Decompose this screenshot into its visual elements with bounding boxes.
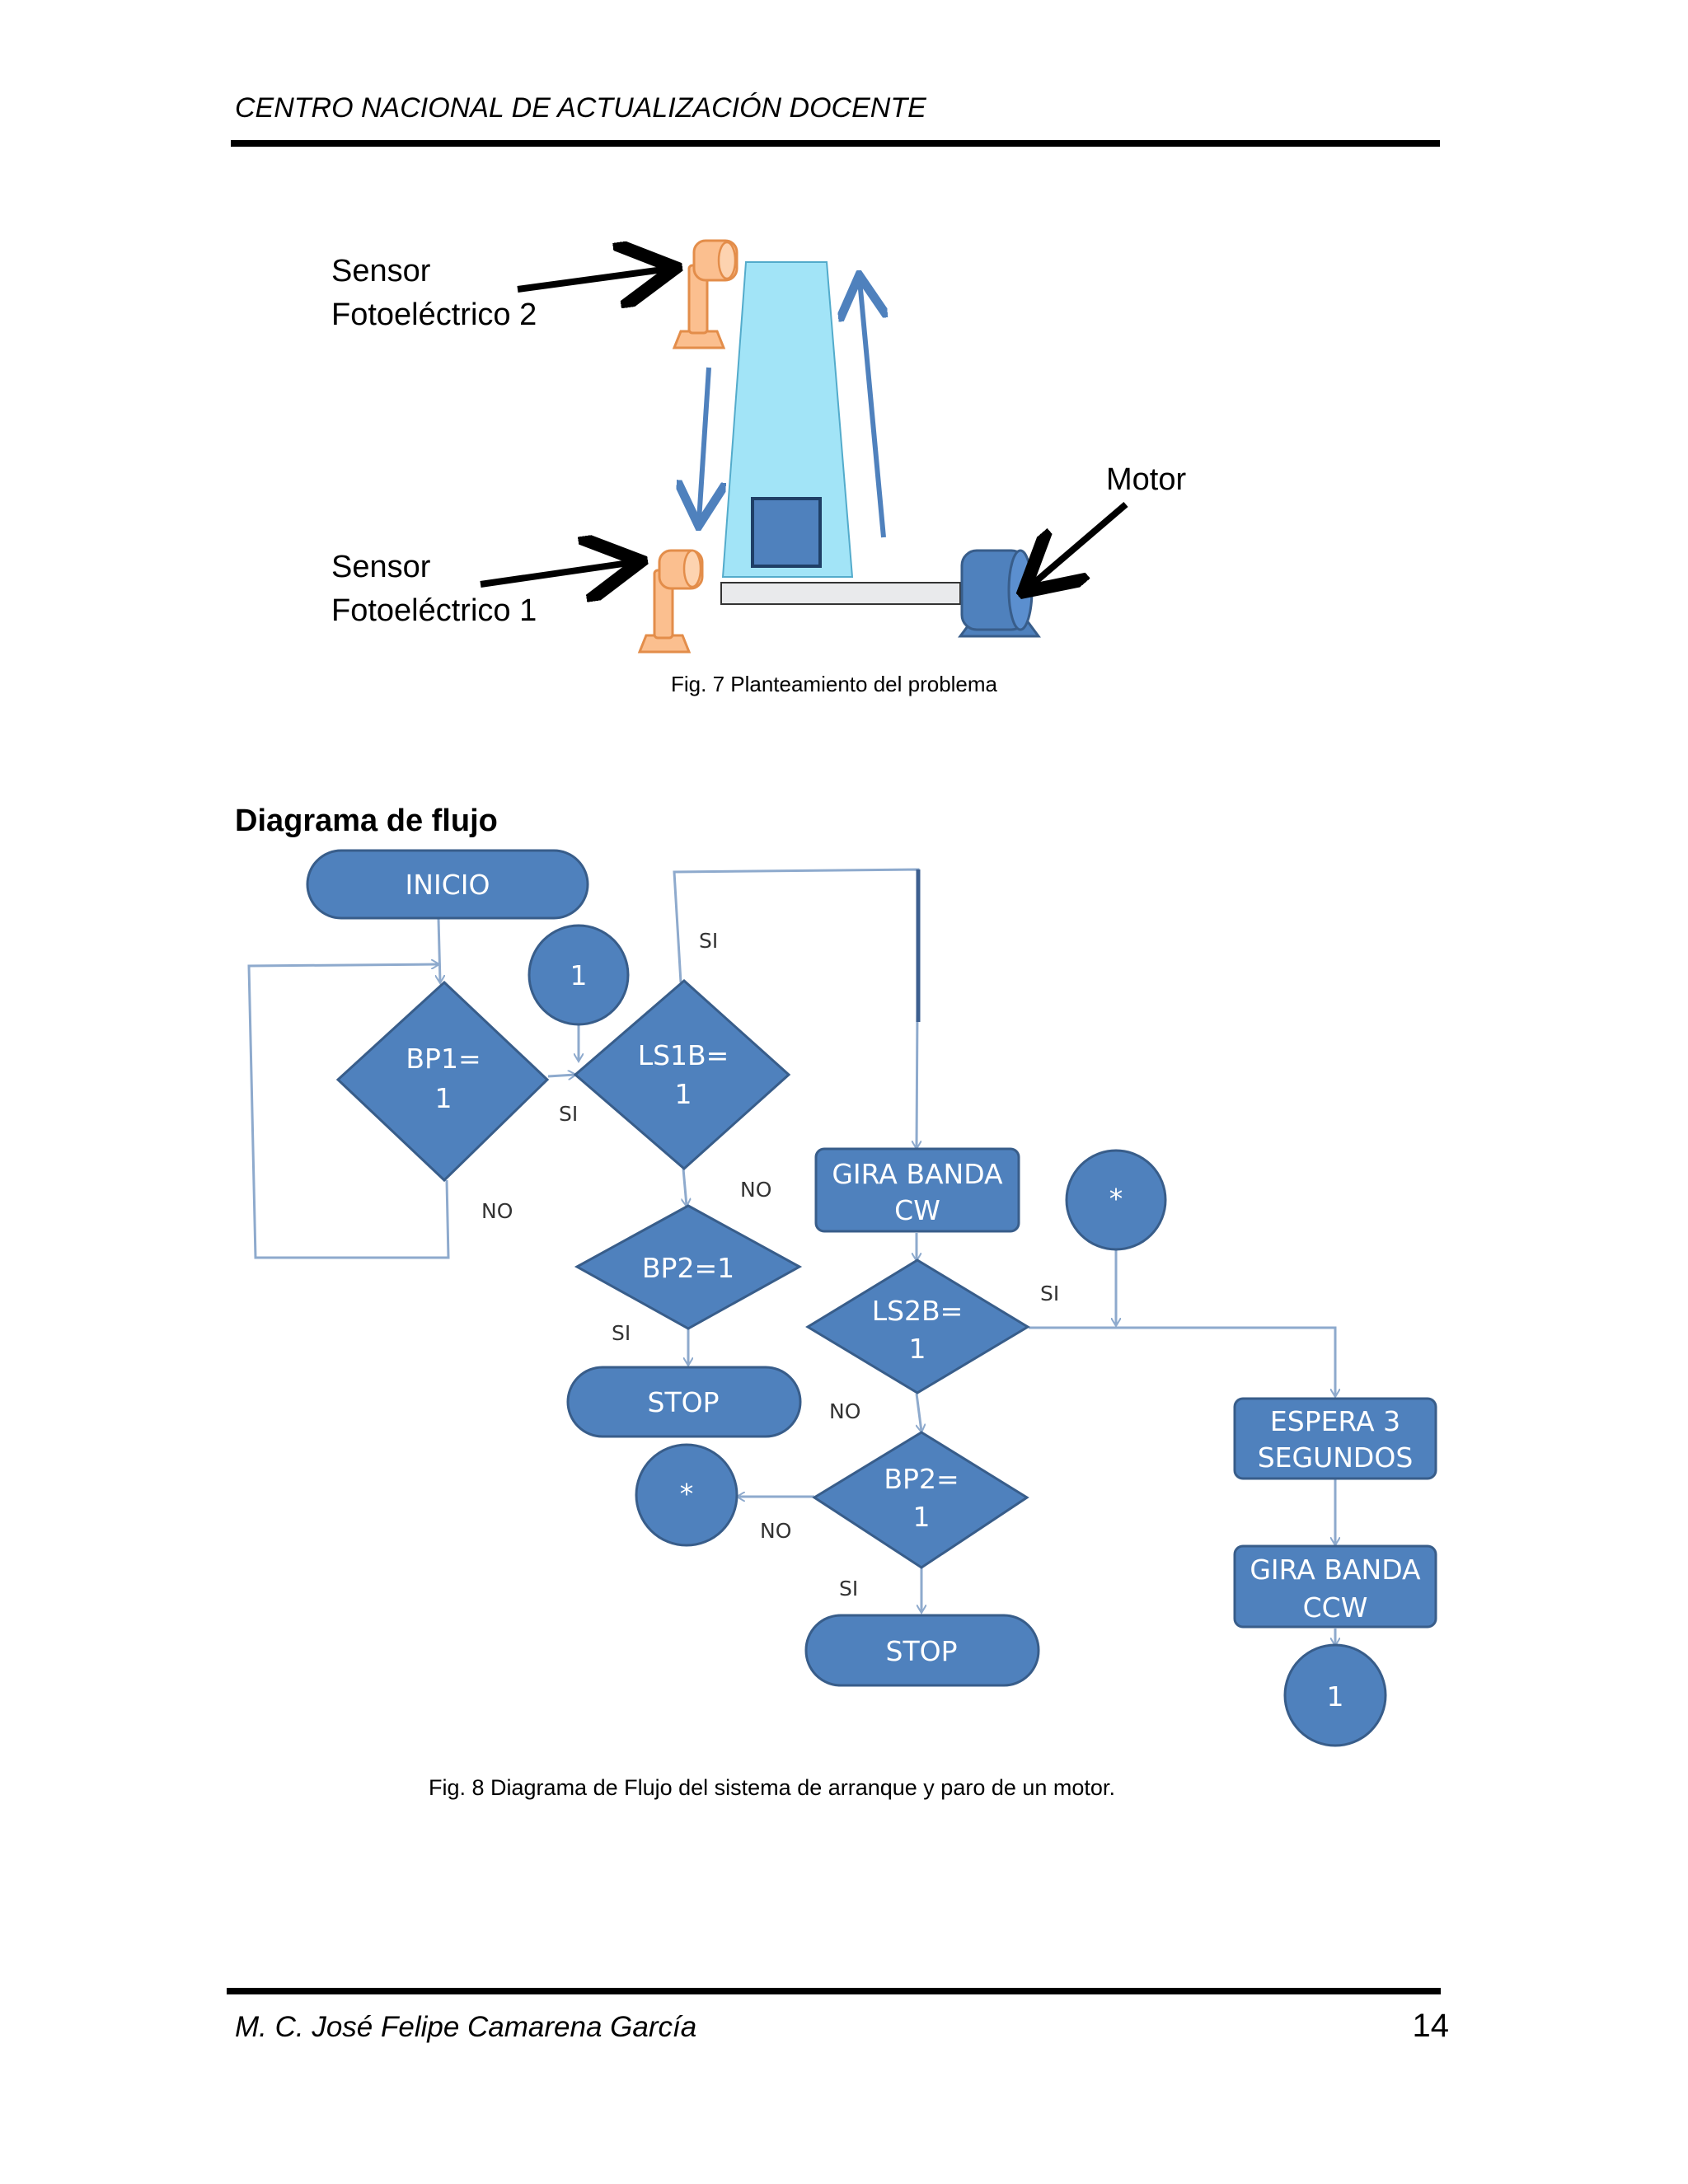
label-si-bp2a: SI [612, 1321, 631, 1345]
label-si-bp2b: SI [839, 1577, 858, 1601]
ls2b-decision [805, 1258, 1030, 1394]
sensor2-label: Sensor Fotoeléctrico 2 [331, 250, 537, 337]
sensor2-label-line2: Fotoeléctrico 2 [331, 298, 537, 332]
espera-label-line2: SEGUNDOS [1258, 1441, 1414, 1474]
gira-ccw-label-line2: CCW [1303, 1591, 1368, 1624]
sensor1-pointer-arrow [480, 562, 635, 584]
page-header-title: CENTRO NACIONAL DE ACTUALIZACIÓN DOCENTE [235, 92, 926, 124]
inicio-terminal [306, 849, 589, 920]
bp2a-decision [574, 1204, 803, 1330]
gira-ccw-label-line1: GIRA BANDA [1250, 1554, 1421, 1586]
label-no-ls1b: NO [740, 1178, 771, 1202]
bp1-label-line2: 1 [435, 1082, 452, 1114]
line-bp1-no-loop [247, 964, 450, 1259]
ls1b-decision [573, 979, 791, 1170]
label-si-bp1: SI [559, 1102, 578, 1126]
motor-pointer-arrow [1029, 501, 1128, 588]
bp2b-label-line2: 1 [913, 1501, 931, 1533]
stop-b-terminal [804, 1614, 1040, 1687]
stop-b-label: STOP [886, 1635, 958, 1667]
load-box [751, 497, 822, 568]
label-no-ls2b: NO [829, 1399, 860, 1423]
bp2b-label-line1: BP2= [884, 1463, 959, 1495]
ls1b-label-line1: LS1B= [638, 1039, 729, 1071]
connector-1-bottom [1283, 1643, 1387, 1747]
ls2b-label-line2: 1 [909, 1333, 926, 1365]
sensor1-label-line2: Fotoeléctrico 1 [331, 593, 537, 628]
sensor1-label: Sensor Fotoeléctrico 1 [331, 546, 537, 633]
footer-rule [227, 1988, 1441, 1994]
gira-cw-label-line1: GIRA BANDA [832, 1158, 1003, 1190]
espera-process [1233, 1397, 1437, 1480]
label-si-ls2b: SI [1040, 1282, 1059, 1305]
gira-cw-label-line2: CW [894, 1194, 940, 1226]
photoelectric-sensor-2-icon [672, 239, 738, 349]
label-no-bp2b: NO [760, 1519, 791, 1543]
stop-a-terminal [566, 1366, 802, 1438]
down-motion-arrow [699, 367, 709, 521]
section-title: Diagrama de flujo [235, 804, 498, 838]
sensor1-label-line1: Sensor [331, 550, 431, 584]
motor-label: Motor [1106, 462, 1187, 497]
sensor2-label-line1: Sensor [331, 254, 431, 288]
bp1-label-line1: BP1= [406, 1043, 481, 1075]
line-ls2b-si-espera [1029, 1326, 1335, 1396]
line-ls1b-bp2a [683, 1168, 687, 1206]
label-si-top: SI [699, 929, 718, 953]
star-connector-top [1065, 1149, 1167, 1251]
motor-shaft [720, 582, 961, 605]
line-bp1-ls1b [547, 1075, 575, 1076]
star-connector-left [635, 1443, 738, 1547]
problem-diagram [480, 0, 1128, 654]
bp1-decision [335, 980, 550, 1183]
connector-1-top [528, 924, 630, 1026]
ls1b-label-line2: 1 [675, 1078, 692, 1110]
stop-a-label: STOP [648, 1386, 720, 1418]
header-rule [231, 140, 1440, 147]
bp2b-decision [812, 1431, 1029, 1569]
gira-cw-process [814, 1147, 1020, 1233]
star-top-label: * [1109, 1183, 1123, 1215]
line-ls2b-bp2b [915, 1393, 921, 1432]
up-motion-arrow [860, 280, 884, 538]
connector-1-bottom-label: 1 [1327, 1680, 1344, 1713]
ls2b-label-line1: LS2B= [872, 1295, 964, 1327]
figure8-caption: Fig. 8 Diagrama de Flujo del sistema de … [429, 1775, 1115, 1800]
connector-1-top-label: 1 [570, 959, 588, 991]
figure7-caption: Fig. 7 Planteamiento del problema [671, 672, 998, 696]
star-left-label: * [680, 1478, 694, 1510]
label-no-bp1: NO [481, 1199, 513, 1223]
bp2a-label: BP2=1 [642, 1252, 734, 1284]
espera-label-line1: ESPERA 3 [1270, 1405, 1400, 1437]
page-number: 14 [1412, 2008, 1450, 2044]
footer-author: M. C. José Felipe Camarena García [235, 2011, 697, 2043]
inicio-label: INICIO [406, 869, 490, 901]
gira-ccw-process [1233, 1544, 1437, 1629]
line-inicio-bp1 [438, 918, 440, 982]
photoelectric-sensor-1-icon [637, 549, 704, 654]
sensor2-pointer-arrow [517, 269, 669, 289]
